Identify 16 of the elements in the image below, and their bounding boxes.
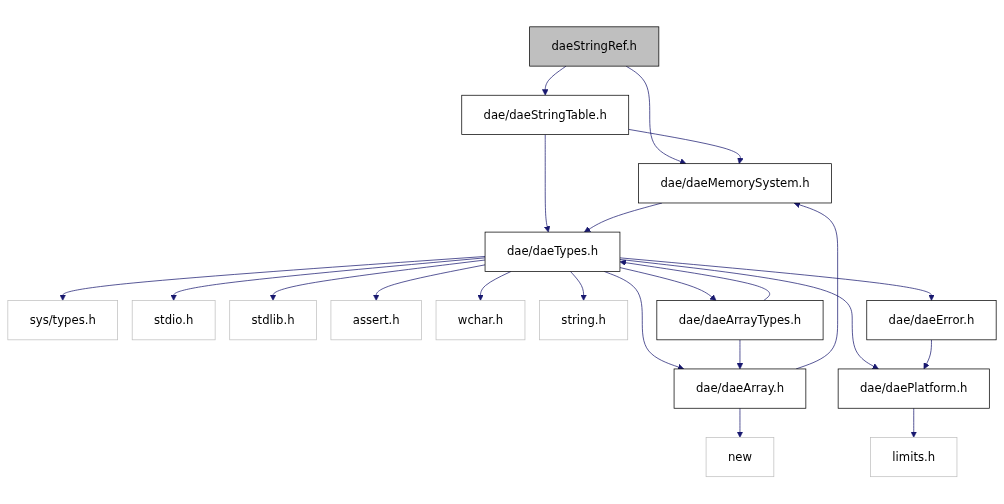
node-box: dae/daeTypes.h [484,232,621,272]
node-box: sys/types.h [7,300,118,341]
node-box: stdio.h [131,300,216,341]
node-box: limits.h [870,437,958,478]
node-box: assert.h [330,300,422,341]
node-box: dae/daeArray.h [673,368,807,409]
node-box: daeStringRef.h [529,26,660,67]
node-box: stdlib.h [229,300,317,341]
node-box: string.h [539,300,629,341]
node-box: dae/daeMemorySystem.h [638,163,832,204]
node-box: dae/daeError.h [866,300,997,341]
node-box: dae/daeArrayTypes.h [656,300,824,341]
node-box: wchar.h [435,300,526,341]
node-box: dae/daePlatform.h [837,368,990,409]
node-box: dae/daeStringTable.h [461,95,630,136]
node-box: new [705,437,775,478]
